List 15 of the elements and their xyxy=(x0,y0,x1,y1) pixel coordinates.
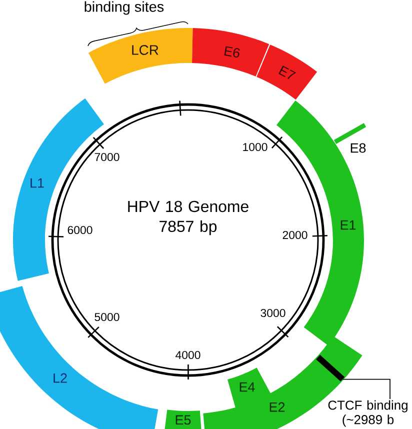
binding-site-mark xyxy=(316,354,345,382)
gene-segment: E8 xyxy=(334,123,366,153)
tick-label: 6000 xyxy=(68,226,92,234)
brace-label: binding sites xyxy=(84,1,164,15)
tick-label: 2000 xyxy=(282,230,308,240)
gene-segment: LCR xyxy=(88,28,193,84)
gene-segment: E5 xyxy=(162,410,203,429)
node-label: E4 xyxy=(240,382,255,392)
tick-label: 1000 xyxy=(243,142,268,152)
gene-segment: E7 xyxy=(256,44,318,100)
gene-segment: E6 xyxy=(192,28,270,76)
node-label: E6 xyxy=(224,46,240,58)
leader-line xyxy=(342,378,390,400)
tick-label: 4000 xyxy=(176,350,200,360)
tick-label: 5000 xyxy=(94,312,120,322)
